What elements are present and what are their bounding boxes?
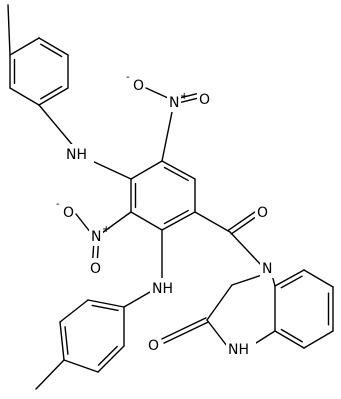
bond-nitro-top-n-o2-a xyxy=(180,97,199,103)
nitro-mid-o-minus-label: O xyxy=(63,205,74,221)
bond-nitro-mid-n-o2-b xyxy=(96,244,99,261)
bond-tolyl-low-1 xyxy=(87,299,125,308)
nh-top-label: NH xyxy=(66,147,87,163)
nh-mid-label: NH xyxy=(152,281,173,297)
bond-core-to-nitro-top xyxy=(161,111,173,162)
bond-lactam-co-a xyxy=(161,317,207,340)
bond-tolyl-low-3 xyxy=(59,321,65,361)
bond-tolyl-top-6 xyxy=(9,37,40,56)
bond-carbonyl-o-a xyxy=(230,215,259,235)
bond-core-2-inner xyxy=(163,166,189,182)
atom-n-ring: N xyxy=(260,258,274,278)
bond-core-to-nitro-mid xyxy=(101,211,132,234)
bond-nitro-mid-n-o2-a xyxy=(92,244,95,261)
nitro-top-o-double-label: O xyxy=(199,92,210,108)
bond-core-to-nh-top xyxy=(89,159,132,180)
bond-nitro-top-n-o1 xyxy=(145,87,169,99)
nitro-top-o-minus-label: O xyxy=(133,78,144,94)
nitro-mid-plus-label: + xyxy=(102,224,110,235)
o-carbonyl-label: O xyxy=(257,205,268,221)
bond-nh-mid-to-tolyl xyxy=(123,291,151,308)
bond-tolyl-low-methyl xyxy=(35,359,65,390)
bond-tolyl-top-1-inner xyxy=(40,43,63,58)
atom-o-carbonyl: O xyxy=(255,202,269,222)
bond-nh-to-ar xyxy=(255,330,276,344)
bond-co-to-nh xyxy=(206,319,228,347)
bond-tolyl-top-methyl xyxy=(7,4,11,56)
bond-tolyl-top-3-inner xyxy=(40,85,63,100)
bond-tolyl-low-5 xyxy=(97,345,125,373)
nh-lactam-label: NH xyxy=(228,342,249,358)
bond-core-5 xyxy=(130,211,163,231)
bond-benzo-4 xyxy=(303,330,334,349)
bond-carbonyl-to-n xyxy=(229,231,263,267)
n-ring-label: N xyxy=(262,261,272,277)
bond-core-4 xyxy=(161,211,196,231)
nitro-mid-minus-label: - xyxy=(56,199,60,210)
bond-core-1 xyxy=(130,160,163,180)
bond-lactam-co-b xyxy=(163,321,209,344)
bond-tolyl-top-1 xyxy=(38,37,69,56)
bond-tolyl-low-1-inner xyxy=(91,304,119,312)
bond-nitro-top-n-o2-b xyxy=(179,93,198,99)
bond-benzo-5 xyxy=(274,330,305,349)
atom-nh-lactam: NH xyxy=(226,339,256,359)
bond-core-to-carbonyl xyxy=(194,211,231,233)
bond-core-4-inner xyxy=(163,209,189,225)
atom-nh-mid: NH xyxy=(150,278,180,298)
nitro-mid-o-double-label: O xyxy=(90,261,101,277)
bond-nitro-mid-n-o1 xyxy=(75,213,92,234)
atom-o-lactam: O xyxy=(146,335,160,355)
bond-ch2-to-co xyxy=(206,284,233,321)
bond-layer xyxy=(7,4,334,390)
bond-benzo-1 xyxy=(274,269,305,287)
nitro-group-mid: N + O - O xyxy=(56,199,110,278)
nitro-mid-n-label: N xyxy=(91,229,101,245)
atom-nh-top: NH xyxy=(64,144,94,164)
o-lactam-label: O xyxy=(148,338,159,354)
bond-tolyl-low-3-inner xyxy=(64,326,69,355)
nitro-group-top: N + O - O xyxy=(126,72,211,112)
atom-label-layer: NH NH NH N N + O - O xyxy=(56,72,274,359)
nitro-top-plus-label: + xyxy=(180,91,188,102)
bond-benzo-5-inner xyxy=(280,328,303,343)
bond-tolyl-top-to-nh xyxy=(38,104,76,149)
nitro-top-minus-label: - xyxy=(126,72,130,83)
bond-tolyl-low-2 xyxy=(59,299,89,323)
bond-core-2 xyxy=(161,160,196,180)
nitro-top-n-label: N xyxy=(169,95,179,111)
bond-carbonyl-o-b xyxy=(227,211,256,231)
bond-tolyl-low-5-inner xyxy=(97,345,118,366)
bond-benzo-1-inner xyxy=(280,275,303,289)
bond-tolyl-top-4 xyxy=(9,87,40,106)
bond-benzo-2 xyxy=(303,269,334,288)
bond-tolyl-low-4 xyxy=(63,359,99,373)
bond-n-to-ch2 xyxy=(231,274,263,286)
bond-tolyl-top-3 xyxy=(38,87,69,106)
